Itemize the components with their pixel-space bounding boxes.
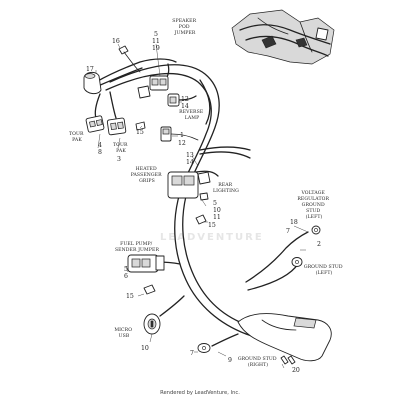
label-voltage-regulator-ground-stud: VOLTAGE REGULATOR GROUND STUD (LEFT) [297,190,330,220]
callout-15-a: 15 [136,129,144,136]
label-tour-pak-right: TOUR PAK [113,142,129,154]
callout-17: 17 [86,66,94,73]
callout-8: 8 [98,149,102,156]
callout-11-mid: 11 [213,214,221,221]
footer-credit: Rendered by LeadVenture, Inc. [160,390,240,396]
screws-20 [280,355,296,365]
branch-17 [83,58,177,95]
micro-usb-connector [143,295,185,335]
label-ground-stud-left: GROUND STUD (LEFT) [304,264,344,276]
label-micro-usb: MICRO USB [114,327,133,339]
label-fuel-pump-sender-jumper: FUEL PUMP/ SENDER JUMPER [115,241,160,253]
reverse-lamp-connector [167,93,197,107]
callout-15-b: 15 [208,222,216,229]
callout-14-a: 14 [181,103,189,110]
callout-5-low: 5 [124,266,128,273]
callout-3: 3 [117,156,121,163]
main-harness-trunk [105,64,305,347]
labels: SPEAKER POD JUMPER TOUR PAK TOUR PAK REV… [69,18,344,368]
label-ground-stud-right: GROUND STUD (RIGHT) [238,356,278,368]
tour-pak-connector-left [85,91,117,133]
callout-12-a: 12 [181,96,189,103]
callout-15-c: 15 [126,293,134,300]
label-tour-pak-left: TOUR PAK [69,131,85,143]
callout-14-b: 14 [186,159,194,166]
clip-15-b [195,214,207,225]
callout-7-top: 7 [286,228,290,235]
inset-overview-image [228,6,340,72]
callout-12-b: 12 [178,140,186,147]
heated-passenger-grips-branch [199,146,251,159]
callout-10-mid: 10 [213,207,221,214]
callout-5-top: 5 [154,31,158,38]
callout-7-low: 7 [190,350,194,357]
callout-numbers: 16 5 11 19 17 12 14 15 1 12 4 8 3 13 14 … [86,31,321,374]
clip-16 [118,45,141,73]
fuel-pump-sender-jumper-connector [127,254,181,273]
speaker-pod-jumper-connector [137,63,170,99]
label-speaker-pod-jumper: SPEAKER POD JUMPER [172,18,197,36]
label-heated-passenger-grips: HEATED PASSENGER GRIPS [131,166,164,184]
callout-11-top: 11 [152,38,160,45]
ground-stud-right-branch [197,333,239,353]
mounting-bracket [237,313,332,362]
clip-15-a [135,121,146,131]
rear-lighting-connector [167,170,219,201]
clip-15-c [143,284,156,295]
callout-6: 6 [124,273,128,280]
callout-10-low: 10 [141,345,149,352]
callout-2: 2 [317,241,321,248]
callout-18: 18 [290,219,298,226]
callout-16: 16 [112,38,120,45]
callout-1: 1 [180,132,184,139]
callout-19: 19 [152,45,160,52]
tour-pak-connector-right [106,117,127,136]
callout-5-mid: 5 [213,200,217,207]
label-rear-lighting: REAR LIGHTING [213,182,239,194]
leader-lines [95,43,309,369]
callout-4: 4 [98,142,102,149]
callout-13: 13 [186,152,194,159]
voltage-regulator-ground-branch [245,225,321,291]
connector-1 [160,126,199,142]
callout-9: 9 [228,357,232,364]
label-reverse-lamp: REVERSE LAMP [179,109,205,121]
watermark: LEADVENTURE [160,232,264,243]
callout-20: 20 [292,367,300,374]
